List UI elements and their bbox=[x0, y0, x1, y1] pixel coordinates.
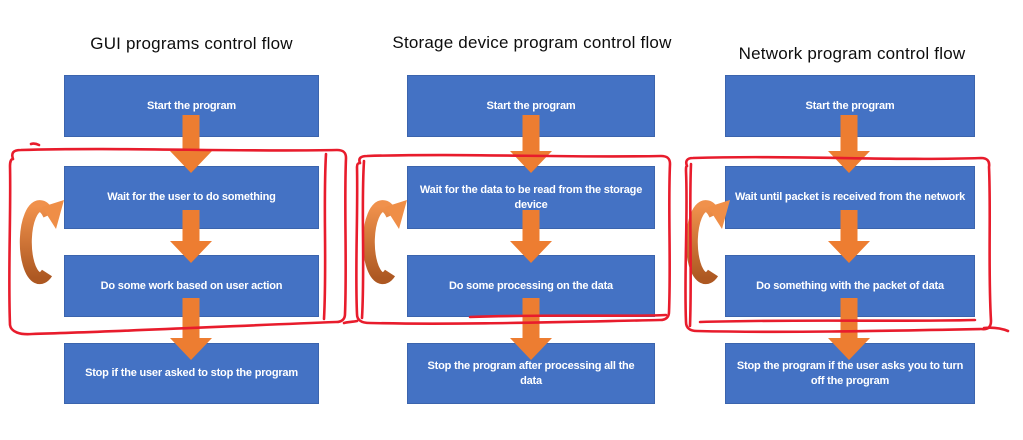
storage-box-wait: Wait for the data to be read from the st… bbox=[407, 166, 655, 229]
network-box-start: Start the program bbox=[725, 75, 975, 137]
loop-arrow-icon bbox=[19, 200, 64, 285]
gui-box-wait: Wait for the user to do something bbox=[64, 166, 319, 229]
panel-gui-title: GUI programs control flow bbox=[90, 34, 293, 53]
gui-box-stop: Stop if the user asked to stop the progr… bbox=[64, 343, 319, 404]
panel-storage-title: Storage device program control flow bbox=[392, 33, 672, 52]
network-box-stop: Stop the program if the user asks you to… bbox=[725, 343, 975, 404]
panel-network-title: Network program control flow bbox=[738, 44, 966, 63]
storage-box-start: Start the program bbox=[407, 75, 655, 137]
storage-box-process: Do some processing on the data bbox=[407, 255, 655, 317]
red-tick-mark bbox=[29, 142, 41, 147]
network-box-wait: Wait until packet is received from the n… bbox=[725, 166, 975, 229]
network-box-do: Do something with the packet of data bbox=[725, 255, 975, 317]
gui-box-work: Do some work based on user action bbox=[64, 255, 319, 317]
loop-arrow-icon bbox=[362, 200, 407, 285]
storage-box-stop: Stop the program after processing all th… bbox=[407, 343, 655, 404]
gui-box-start: Start the program bbox=[64, 75, 319, 137]
